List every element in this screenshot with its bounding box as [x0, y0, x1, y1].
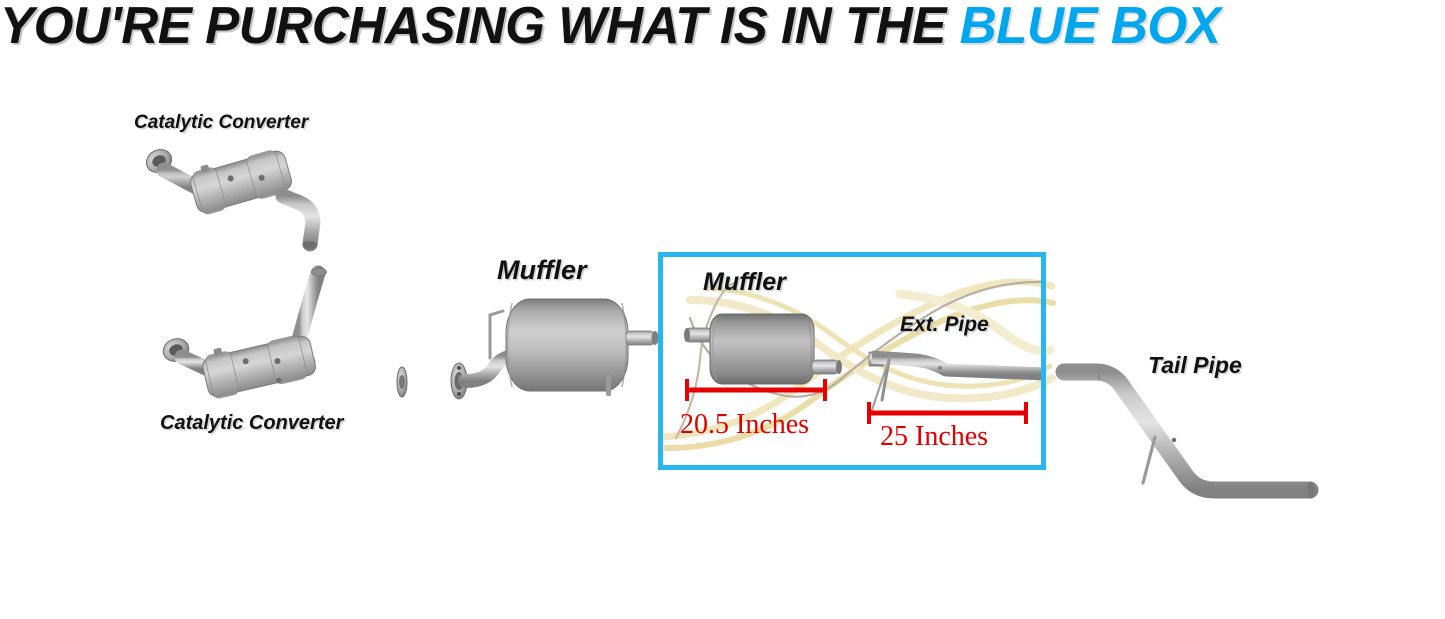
- catalytic-converter-lower-part: [162, 265, 408, 399]
- dimension-label-muffler: 20.5 Inches: [680, 409, 810, 440]
- page-title-accent: BLUE BOX: [959, 0, 1221, 55]
- catalytic-converter-upper-part: [145, 149, 321, 252]
- label-muffler-large: Muffler: [497, 255, 587, 285]
- page-title-main: YOU'RE PURCHASING WHAT IS IN THE: [0, 0, 960, 55]
- label-catalytic-converter-lower: Catalytic Converter: [160, 412, 344, 434]
- dimension-label-ext-pipe: 25 Inches: [880, 421, 989, 452]
- tail-pipe-part: [1055, 363, 1319, 499]
- label-tail-pipe: Tail Pipe: [1148, 352, 1242, 378]
- label-catalytic-converter-upper: Catalytic Converter: [134, 112, 309, 133]
- muffler-large-part: [450, 298, 659, 400]
- label-muffler-boxed: Muffler: [703, 268, 786, 296]
- page-title: YOU'RE PURCHASING WHAT IS IN THE BLUE BO…: [0, 0, 1423, 54]
- label-ext-pipe: Ext. Pipe: [900, 313, 989, 336]
- blue-box-highlight: [658, 252, 1046, 470]
